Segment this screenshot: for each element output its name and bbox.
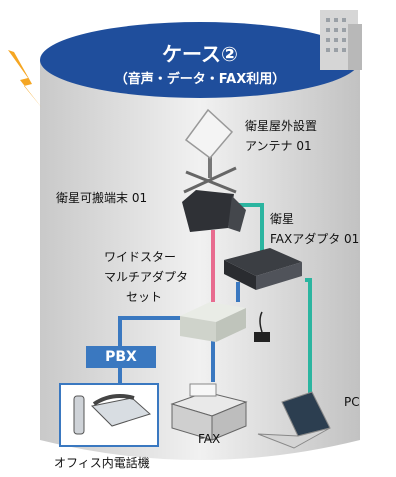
multi-adapter-icon	[180, 302, 270, 342]
office-phone-label: オフィス内電話機	[54, 456, 150, 470]
fax-label: FAX	[198, 432, 221, 446]
fax-adapter-icon	[224, 248, 302, 290]
satellite-antenna-icon	[183, 108, 237, 194]
antenna-label-line1: 衛星屋外設置	[245, 119, 318, 133]
fax-adapter-label-line1: 衛星	[270, 212, 295, 226]
portable-terminal-label: 衛星可搬端末 01	[56, 191, 148, 205]
diagram-subtitle: （音声・データ・FAX利用）	[114, 72, 286, 87]
laptop-icon	[257, 391, 331, 449]
pbx-box: PBX	[86, 346, 156, 368]
office-phone-icon	[59, 383, 159, 447]
antenna-label-line2: アンテナ 01	[245, 139, 312, 153]
diagram-title: ケース②	[162, 42, 238, 66]
multi-adapter-label-line1: ワイドスター	[104, 250, 177, 264]
fax-machine-icon	[170, 383, 248, 441]
lightning-icon	[8, 50, 42, 108]
pc-label: PC	[344, 395, 360, 409]
portable-terminal-icon	[182, 190, 246, 232]
fax-adapter-label-line2: FAXアダプタ 01	[270, 232, 360, 246]
multi-adapter-label-line3: セット	[126, 290, 163, 304]
multi-adapter-label-line2: マルチアダプタ	[104, 270, 189, 284]
building-icon	[320, 10, 362, 70]
cylinder-top	[40, 22, 360, 98]
